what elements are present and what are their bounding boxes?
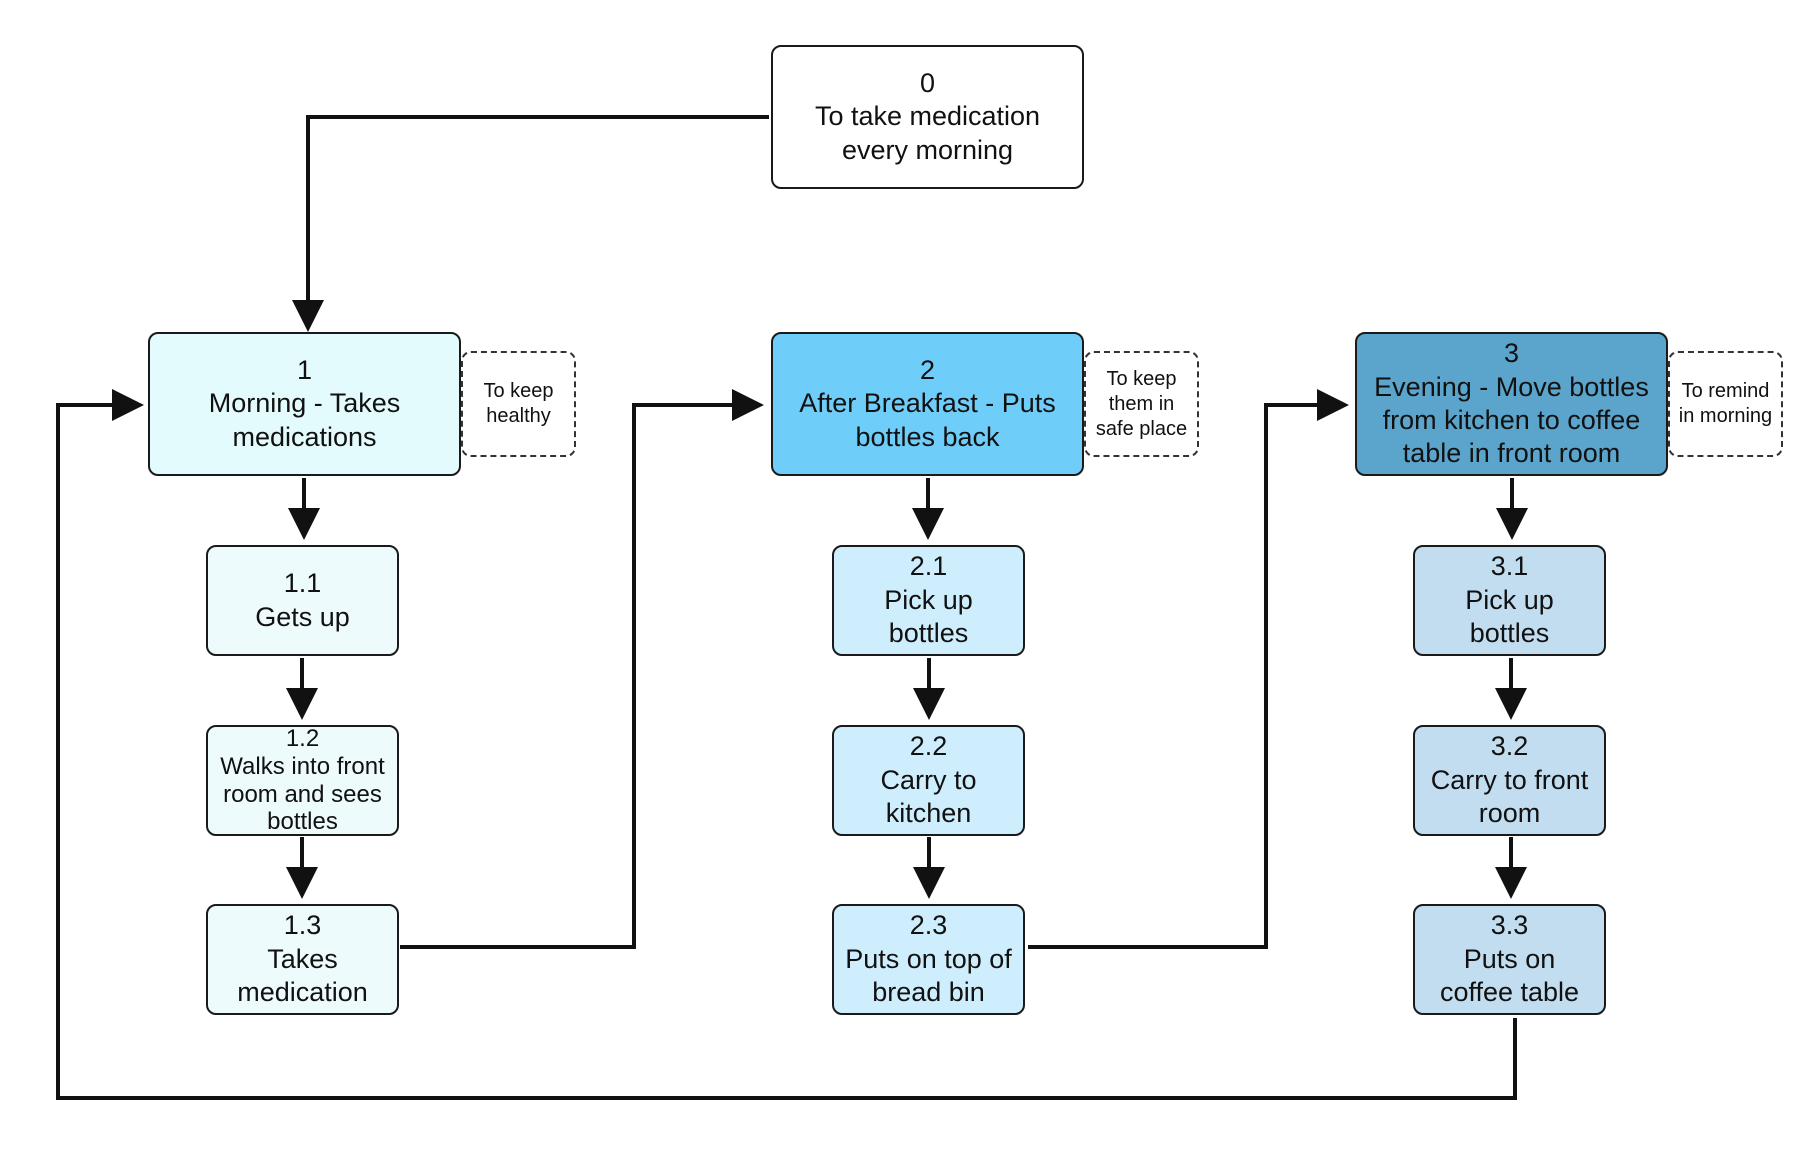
node-1-1-label: Gets up	[255, 601, 350, 632]
node-3-1-label: Pick up bottles	[1465, 584, 1554, 649]
node-2-3: 2.3 Puts on top of bread bin	[832, 904, 1025, 1015]
node-2-2-number: 2.2	[909, 731, 948, 762]
node-1-3-label: Takes medication	[237, 943, 368, 1008]
note-2: To keep them in safe place	[1084, 351, 1199, 457]
note-2-text: To keep them in safe place	[1095, 367, 1188, 440]
node-2-2: 2.2 Carry to kitchen	[832, 725, 1025, 836]
note-1-text: To keep healthy	[483, 380, 554, 427]
node-3-3: 3.3 Puts on coffee table	[1413, 904, 1606, 1015]
node-3-label: Evening - Move bottles from kitchen to c…	[1374, 371, 1649, 469]
node-2-1-number: 2.1	[909, 551, 948, 582]
node-2-3-number: 2.3	[909, 910, 948, 941]
connector-2-3-to-3	[1028, 389, 1349, 949]
node-3-1: 3.1 Pick up bottles	[1413, 545, 1606, 656]
node-3-3-label: Puts on coffee table	[1439, 943, 1580, 1008]
node-1-2: 1.2 Walks into front room and sees bottl…	[206, 725, 399, 836]
node-3-2-label: Carry to front room	[1430, 764, 1589, 829]
note-3-text: To remind in morning	[1678, 380, 1773, 427]
connector-1-3-to-2	[400, 389, 764, 949]
node-0: 0 To take medication every morning	[771, 45, 1084, 189]
connector-0-to-1	[292, 115, 769, 332]
node-1-1: 1.1 Gets up	[206, 545, 399, 656]
node-3-1-number: 3.1	[1490, 551, 1529, 582]
node-1-3-number: 1.3	[283, 910, 322, 941]
node-2-3-label: Puts on top of bread bin	[845, 943, 1012, 1008]
note-1: To keep healthy	[461, 351, 576, 457]
node-1-2-number: 1.2	[285, 724, 320, 752]
node-2-label: After Breakfast - Puts bottles back	[799, 388, 1056, 452]
node-1-1-number: 1.1	[283, 568, 322, 599]
node-3-number: 3	[1503, 338, 1520, 369]
node-3-2-number: 3.2	[1490, 731, 1529, 762]
node-3-2: 3.2 Carry to front room	[1413, 725, 1606, 836]
node-1-label: Morning - Takes medications	[208, 388, 401, 452]
node-2-2-label: Carry to kitchen	[880, 764, 977, 829]
node-2: 2 After Breakfast - Puts bottles back	[771, 332, 1084, 476]
node-0-number: 0	[919, 67, 936, 98]
node-1-2-label: Walks into front room and sees bottles	[220, 752, 385, 836]
node-3-3-number: 3.3	[1490, 910, 1529, 941]
connector-3-3-loop-to-1	[56, 389, 1517, 1100]
node-2-1-label: Pick up bottles	[884, 584, 973, 649]
node-1: 1 Morning - Takes medications	[148, 332, 461, 476]
node-2-1: 2.1 Pick up bottles	[832, 545, 1025, 656]
note-3: To remind in morning	[1668, 351, 1783, 457]
node-1-number: 1	[296, 354, 313, 385]
node-1-3: 1.3 Takes medication	[206, 904, 399, 1015]
node-3: 3 Evening - Move bottles from kitchen to…	[1355, 332, 1668, 476]
node-0-label: To take medication every morning	[814, 101, 1041, 165]
node-2-number: 2	[919, 354, 936, 385]
